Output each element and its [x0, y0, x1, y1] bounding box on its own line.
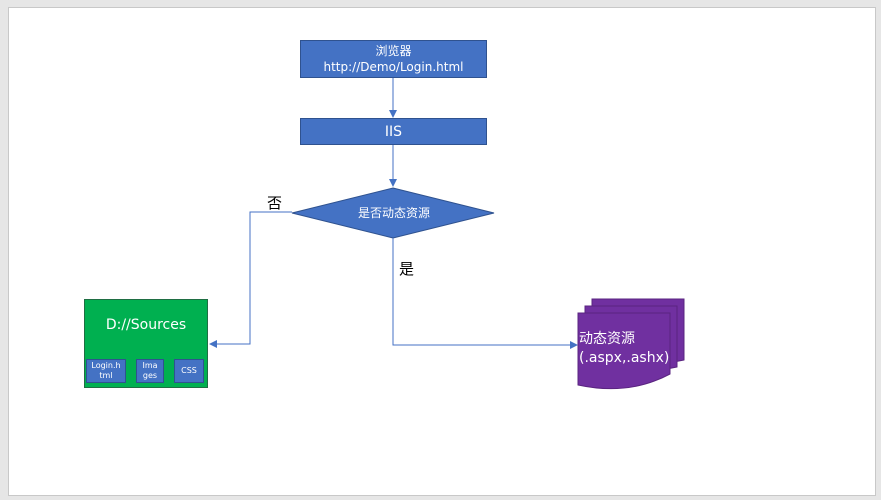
browser-node-title: 浏览器 [375, 44, 412, 58]
dynamic-resource-extensions: (.aspx,.ashx) [579, 350, 670, 366]
iis-node: IIS [300, 118, 487, 145]
connector-layer [209, 78, 685, 390]
dynamic-resource-title: 动态资源 [579, 331, 635, 347]
login-html-line1: Login.h [91, 361, 121, 370]
browser-node-url: http://Demo/Login.html [323, 60, 464, 74]
css-item: CSS [174, 359, 204, 383]
slide-canvas: 浏览器 http://Demo/Login.html IIS 是否动态资源 否 … [8, 7, 876, 496]
dynamic-resource-label: 动态资源 (.aspx,.ashx) [579, 330, 669, 368]
browser-node: 浏览器 http://Demo/Login.html [300, 40, 487, 78]
iis-node-label: IIS [384, 123, 403, 140]
sources-folder-node: D://Sources Login.h tml Ima ges CSS [84, 299, 208, 388]
login-html-item: Login.h tml [86, 359, 126, 383]
branch-yes-label: 是 [399, 260, 415, 278]
css-label: CSS [181, 366, 197, 375]
images-line1: Ima [142, 361, 158, 370]
connector-yes-branch [392, 238, 578, 349]
login-html-line2: tml [99, 371, 113, 380]
images-line2: ges [142, 371, 158, 380]
dynamic-resource-document-stack [577, 298, 685, 390]
branch-no-label: 否 [267, 194, 283, 212]
connector-no-branch [209, 211, 292, 348]
sources-folder-title: D://Sources [105, 317, 187, 333]
images-item: Ima ges [136, 359, 164, 383]
decision-label: 是否动态资源 [357, 206, 430, 220]
